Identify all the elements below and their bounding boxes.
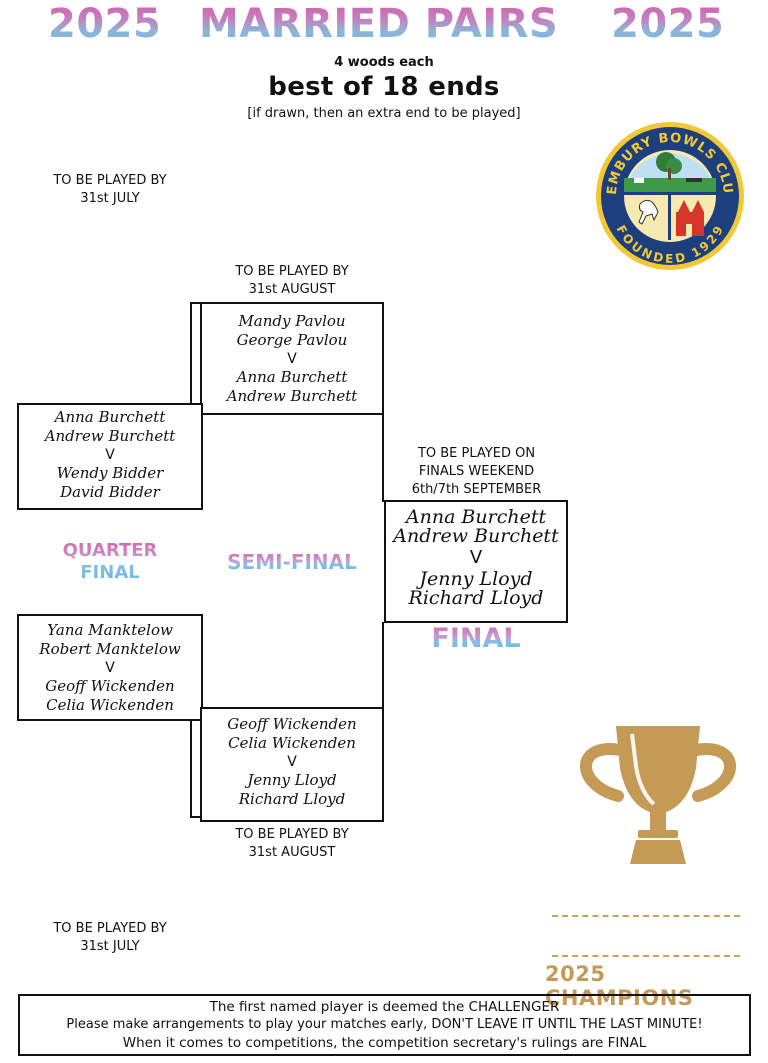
deadline-text: TO BE PLAYED BY xyxy=(53,921,167,936)
match-qf-top: Anna Burchett Andrew Burchett V Wendy Bi… xyxy=(17,403,203,510)
player-name: Anna Burchett xyxy=(236,368,348,386)
deadline-date: 31st JULY xyxy=(80,939,140,954)
deadline-qf-bottom: TO BE PLAYED BY 31st JULY xyxy=(30,920,190,956)
trophy-icon xyxy=(570,722,746,872)
versus-label: V xyxy=(105,447,115,463)
deadline-date: 31st AUGUST xyxy=(248,845,336,860)
rule-line: When it comes to competitions, the compe… xyxy=(122,1035,647,1051)
deadline-sf-top: TO BE PLAYED BY 31st AUGUST xyxy=(200,263,384,299)
player-name: Jenny Lloyd xyxy=(419,568,533,590)
versus-label: V xyxy=(105,660,115,676)
stage-text: QUARTER xyxy=(62,540,158,561)
stage-label-quarter: QUARTER FINAL xyxy=(40,540,180,584)
deadline-date: 6th/7th SEPTEMBER xyxy=(411,482,542,497)
bracket-line xyxy=(190,302,202,304)
versus-label: V xyxy=(287,754,297,770)
player-name: Andrew Burchett xyxy=(44,427,176,445)
bracket-line xyxy=(382,414,384,502)
deadline-qf-top: TO BE PLAYED BY 31st JULY xyxy=(30,172,190,208)
match-sf-bottom: Geoff Wickenden Celia Wickenden V Jenny … xyxy=(200,707,384,822)
match-sf-top: Mandy Pavlou George Pavlou V Anna Burche… xyxy=(200,302,384,415)
champion-line xyxy=(552,955,740,957)
match-qf-bottom: Yana Manktelow Robert Manktelow V Geoff … xyxy=(17,614,203,721)
player-name: David Bidder xyxy=(60,483,160,501)
player-name: Andrew Burchett xyxy=(226,387,358,405)
champions-label: 2025 CHAMPIONS xyxy=(545,962,694,1010)
bracket-line xyxy=(190,720,192,818)
deadline-text: TO BE PLAYED ON xyxy=(417,446,536,461)
ends-note: best of 18 ends xyxy=(268,72,500,102)
stage-text: FINAL xyxy=(80,562,140,583)
player-name: George Pavlou xyxy=(236,331,348,349)
player-name: Yana Manktelow xyxy=(47,621,173,639)
page-title: MARRIED PAIRS xyxy=(199,1,559,47)
deadline-text: TO BE PLAYED BY xyxy=(53,173,167,188)
deadline-text: TO BE PLAYED BY xyxy=(235,827,349,842)
deadline-final: TO BE PLAYED ON FINALS WEEKEND 6th/7th S… xyxy=(385,445,568,499)
player-name: Robert Manktelow xyxy=(39,640,181,658)
player-name: Richard Lloyd xyxy=(238,790,346,808)
stage-label-final: FINAL xyxy=(384,623,568,654)
bracket-line xyxy=(190,816,202,818)
club-logo: PEMBURY BOWLS CLUB FOUNDED 1929 xyxy=(589,109,746,272)
bracket-line xyxy=(382,622,384,710)
rule-line: The first named player is deemed the CHA… xyxy=(209,999,560,1015)
rules-footer: The first named player is deemed the CHA… xyxy=(18,994,751,1056)
title-year-left: 2025 xyxy=(48,1,162,47)
bracket-line xyxy=(190,302,192,404)
player-name: Anna Burchett xyxy=(54,408,166,426)
player-name: Richard Lloyd xyxy=(408,587,544,609)
woods-note: 4 woods each xyxy=(334,55,434,70)
stage-label-semi: SEMI-FINAL xyxy=(200,550,384,574)
player-name: Anna Burchett xyxy=(405,506,547,528)
champion-line xyxy=(552,915,740,917)
player-name: Mandy Pavlou xyxy=(238,312,346,330)
deadline-date: 31st JULY xyxy=(80,191,140,206)
player-name: Geoff Wickenden xyxy=(227,715,357,733)
player-name: Andrew Burchett xyxy=(393,525,559,547)
deadline-text: TO BE PLAYED BY xyxy=(235,264,349,279)
versus-label: V xyxy=(287,351,297,367)
player-name: Geoff Wickenden xyxy=(45,677,175,695)
player-name: Jenny Lloyd xyxy=(247,771,337,789)
deadline-sf-bottom: TO BE PLAYED BY 31st AUGUST xyxy=(200,826,384,862)
player-name: Celia Wickenden xyxy=(46,696,174,714)
match-final: Anna Burchett Andrew Burchett V Jenny Ll… xyxy=(384,500,568,623)
deadline-text: FINALS WEEKEND xyxy=(418,464,535,479)
player-name: Wendy Bidder xyxy=(56,464,164,482)
player-name: Celia Wickenden xyxy=(228,734,356,752)
rule-line: Please make arrangements to play your ma… xyxy=(66,1017,703,1032)
versus-label: V xyxy=(469,547,483,568)
deadline-date: 31st AUGUST xyxy=(248,282,336,297)
title-year-right: 2025 xyxy=(611,1,725,47)
tiebreak-note: [if drawn, then an extra end to be playe… xyxy=(247,106,521,121)
